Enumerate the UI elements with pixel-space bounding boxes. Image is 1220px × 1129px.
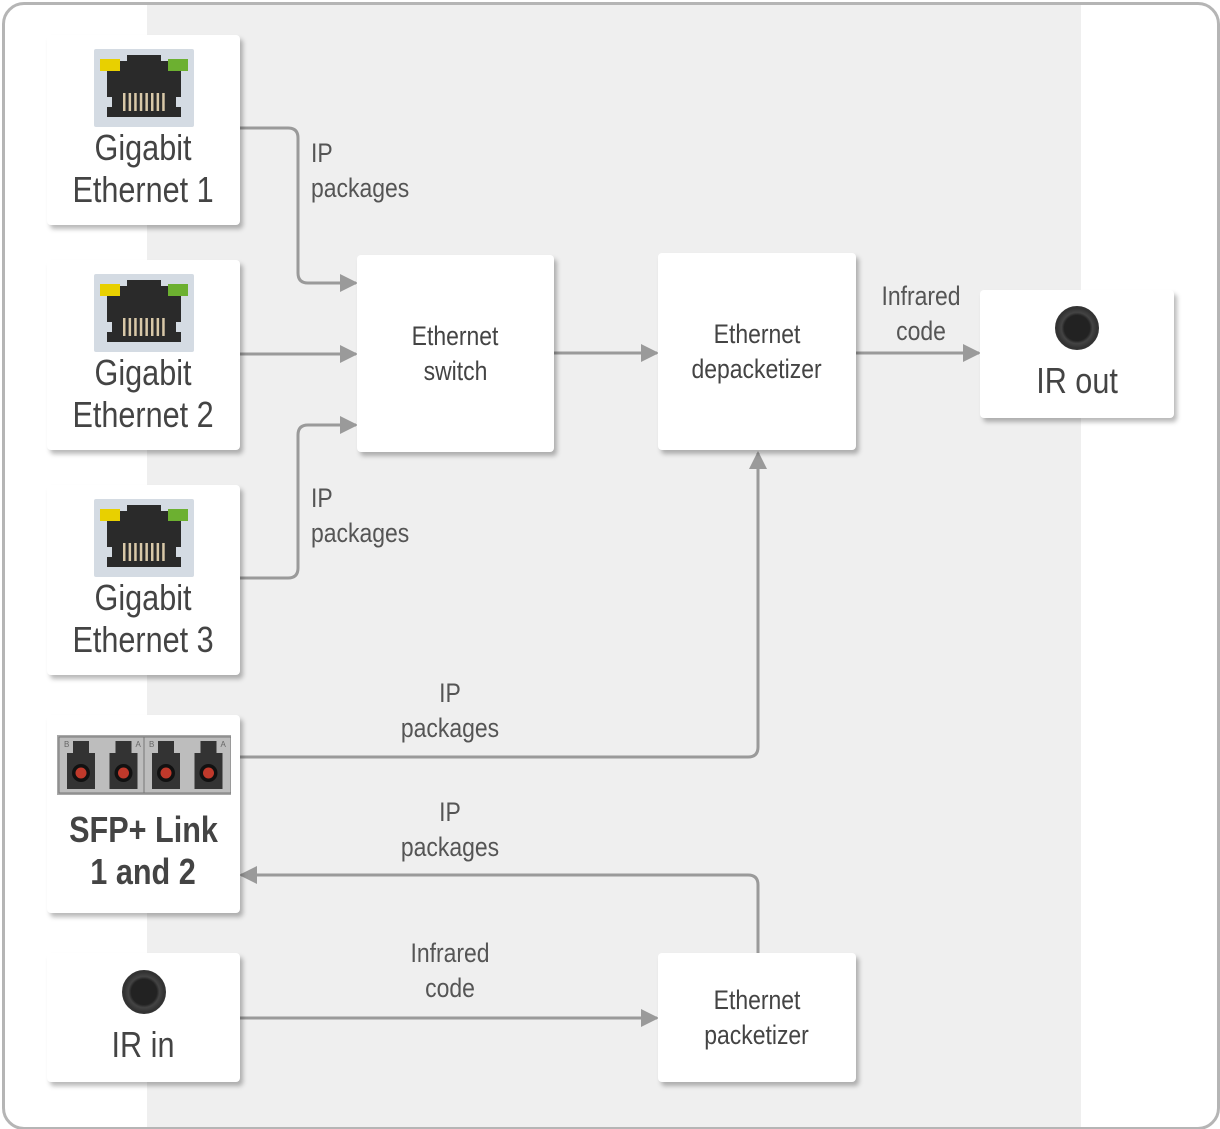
- rj45-port-icon: [93, 499, 194, 577]
- edge-label-line: IP: [311, 138, 333, 168]
- sfp-port-letter: A: [220, 740, 226, 749]
- node-ethernet-packetizer: Ethernet packetizer: [658, 953, 856, 1082]
- sfp-port-letter: A: [135, 740, 141, 749]
- jack-icon: [121, 969, 166, 1014]
- node-gigabit-ethernet-3: Gigabit Ethernet 3: [47, 485, 240, 675]
- edge-label-line: Infrared: [881, 281, 961, 311]
- node-label: depacketizer: [691, 353, 823, 384]
- node-gigabit-ethernet-1: Gigabit Ethernet 1: [47, 35, 240, 225]
- edge-label-line: IP: [439, 678, 461, 708]
- node-label: switch: [423, 355, 488, 386]
- edge-label-line: IP: [311, 483, 333, 513]
- node-label: Ethernet 1: [72, 169, 215, 210]
- arrow-packetizer-sfp: [239, 866, 760, 953]
- sfp-port-letter: B: [149, 740, 154, 749]
- edge-label-ge3: IP packages: [311, 481, 409, 551]
- node-ir-in: IR in: [47, 953, 240, 1082]
- node-label: Gigabit: [95, 127, 192, 168]
- edge-label-packetizer-sfp: IP packages: [365, 795, 535, 865]
- edge-label-line: packages: [400, 713, 500, 743]
- node-label: Ethernet: [412, 320, 499, 351]
- node-label: IR in: [112, 1023, 175, 1065]
- node-label: Ethernet: [713, 984, 801, 1015]
- jack-icon: [1055, 306, 1099, 350]
- edge-label-depacketizer-irout: Infrared code: [836, 279, 1006, 349]
- edge-label-line: packages: [400, 832, 500, 862]
- node-ethernet-depacketizer: Ethernet depacketizer: [658, 253, 856, 450]
- node-ethernet-switch: Ethernet switch: [357, 255, 554, 452]
- node-label: SFP+ Link: [69, 809, 218, 850]
- node-label: Gigabit: [95, 352, 192, 393]
- node-ir-out: IR out: [980, 290, 1174, 418]
- node-label: IR out: [1036, 360, 1118, 401]
- edge-label-line: code: [425, 973, 475, 1003]
- node-label: 1 and 2: [90, 851, 197, 892]
- edge-label-irin-packetizer: Infrared code: [365, 936, 535, 1006]
- edge-label-sfp-depacketizer: IP packages: [365, 676, 535, 746]
- arrow-ge3-switch: [240, 416, 358, 580]
- edge-label-ge1: IP packages: [311, 136, 409, 206]
- device-area: [147, 5, 1081, 1127]
- sfp-port-icon: B A B A: [56, 735, 231, 795]
- arrow-sfp-depacketizer: [240, 451, 767, 759]
- edge-label-line: IP: [439, 797, 461, 827]
- sfp-port-letter: B: [64, 740, 69, 749]
- edge-label-line: packages: [311, 518, 410, 548]
- edge-label-line: Infrared: [410, 938, 490, 968]
- node-label: packetizer: [704, 1019, 810, 1050]
- node-gigabit-ethernet-2: Gigabit Ethernet 2: [47, 260, 240, 450]
- node-label: Ethernet: [713, 318, 801, 349]
- edge-label-line: code: [896, 316, 946, 346]
- rj45-port-icon: [93, 274, 194, 352]
- rj45-port-icon: [93, 49, 194, 127]
- node-label: Ethernet 2: [72, 394, 215, 435]
- arrow-ge1-switch: [240, 126, 358, 292]
- node-sfp-link: B A B A SFP+ Link 1 and 2: [47, 715, 240, 913]
- node-label: Gigabit: [95, 577, 192, 618]
- node-label: Ethernet 3: [72, 619, 215, 660]
- edge-label-line: packages: [311, 173, 410, 203]
